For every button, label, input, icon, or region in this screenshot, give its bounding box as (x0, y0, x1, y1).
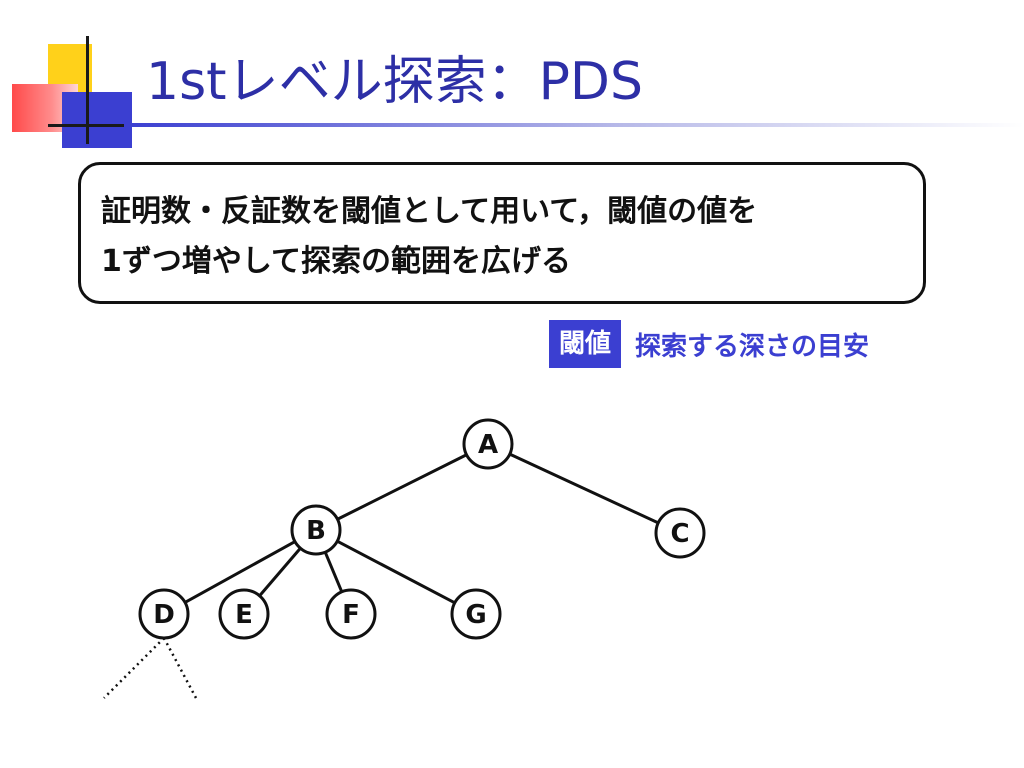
tree-edge-b-f (323, 551, 344, 593)
tree-node-label: C (670, 519, 689, 549)
tree-node-label: F (342, 600, 360, 630)
tree-node-c: C (654, 507, 706, 559)
tree-node-circle (462, 418, 514, 470)
tree-node-label: B (306, 516, 326, 546)
legend: 閾値 探索する深さの目安 (549, 320, 869, 368)
description-line-2: 1ずつ増やして探索の範囲を広げる (101, 244, 571, 279)
tree-node-d: D (138, 588, 190, 640)
tree-node-circle (290, 504, 342, 556)
tree-node-circle (654, 507, 706, 559)
tree-edge-b-d (184, 540, 296, 604)
blue-square (62, 92, 132, 148)
horizontal-line (48, 124, 124, 127)
description-box: 証明数・反証数を閾値として用いて，閾値の値を 1ずつ増やして探索の範囲を広げる (78, 162, 926, 304)
tree-edge-b-g (336, 539, 456, 605)
tree-node-label: D (153, 600, 175, 630)
tree-node-e: E (218, 588, 270, 640)
slide-title: 1stレベル探索：PDS (146, 52, 643, 112)
legend-tag: 閾値 (549, 320, 622, 368)
tree-node-f: F (325, 588, 377, 640)
tree-node-g: G (450, 588, 502, 640)
tree-node-circle (450, 588, 502, 640)
tree-node-circle (218, 588, 270, 640)
tree-edge-a-b (336, 453, 468, 521)
decorative-logo-blocks (0, 0, 140, 160)
legend-text: 探索する深さの目安 (635, 331, 870, 362)
tree-node-b: B (290, 504, 342, 556)
dotted-branch-right (162, 637, 198, 699)
tree-node-circle (138, 588, 190, 640)
tree-edge-b-e (258, 547, 302, 597)
vertical-line (86, 36, 89, 144)
tree-node-label: A (478, 430, 498, 460)
tree-node-label: E (235, 600, 253, 630)
tree-node-circle (325, 588, 377, 640)
tree-node-a: A (462, 418, 514, 470)
title-underline (128, 123, 1024, 127)
tree-node-label: G (465, 600, 486, 630)
description-line-1: 証明数・反証数を閾値として用いて，閾値の値を (101, 194, 758, 229)
dotted-branch-left (103, 637, 165, 699)
tree-edge-a-c (509, 452, 659, 525)
